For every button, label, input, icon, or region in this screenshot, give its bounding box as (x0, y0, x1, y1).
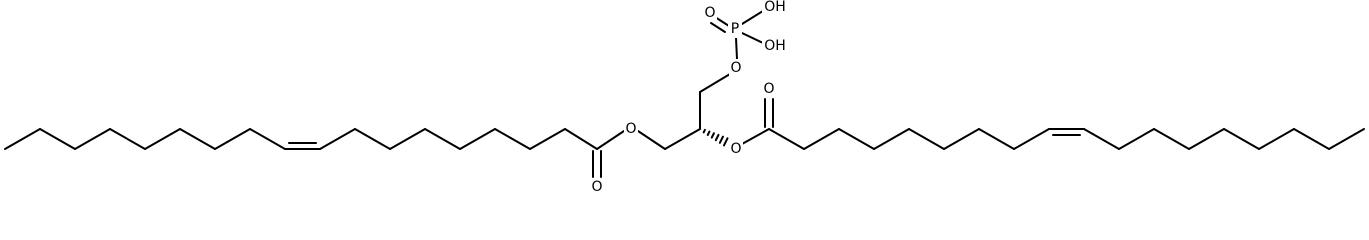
left-acyl-chain-bond (354, 128, 391, 150)
right-acyl-chain-bond (1188, 128, 1225, 150)
phosphoryl-bond (714, 16, 730, 27)
phosphate-bond (741, 10, 764, 25)
right-acyl-chain-bond (1223, 128, 1260, 150)
right-acyl-chain-bond (943, 128, 980, 150)
phosphoryl-oxygen-label: O (704, 5, 715, 21)
hydroxyl-top: OH (762, 0, 788, 16)
left-acyl-chain-bond (424, 128, 461, 150)
right-acyl-chain-bond (1013, 128, 1050, 150)
right-acyl-chain-bond (908, 128, 945, 150)
right-acyl-chain-bond (1118, 128, 1155, 150)
carbonyl-oxygen-left: O (590, 178, 604, 196)
phosphorus-label: P (731, 21, 739, 37)
left-acyl-chain-bond (214, 128, 251, 150)
phosphoryl-oxygen: O (703, 4, 717, 22)
left-acyl-chain-bond (4, 128, 41, 150)
stereo-hash-wedge (706, 130, 711, 136)
right-acyl-chain-bond (1153, 128, 1190, 150)
left-acyl-chain-bond (249, 128, 286, 150)
left-acyl-chain-bond (389, 128, 426, 150)
left-acyl-chain-bond (179, 128, 216, 150)
hydroxyl-bottom-label: OH (764, 38, 786, 54)
left-acyl-chain-bond (459, 128, 496, 150)
glycerol-bond (699, 73, 731, 93)
stereo-hash-wedge (702, 128, 706, 134)
stereo-hash-wedge (710, 132, 715, 139)
right-acyl-chain-bond (838, 128, 875, 150)
ester-oxygen-left: O (624, 120, 638, 138)
hydroxyl-top-label: OH (764, 0, 786, 15)
molecule-structure: O P OH OH O O O O (4, 0, 1365, 196)
hydroxyl-bottom: OH (762, 37, 788, 55)
left-acyl-chain-bond (494, 128, 531, 150)
right-acyl-chain-bond (1258, 128, 1295, 150)
left-acyl-chain-bond (144, 128, 181, 150)
left-acyl-chain-bond (39, 128, 76, 150)
phosphate-ester-oxygen: O (729, 59, 743, 77)
right-acyl-chain-bond (873, 128, 910, 150)
carbonyl-oxygen-right-label: O (763, 81, 774, 97)
atom-labels: O P OH OH O O O O (590, 0, 788, 196)
phosphate-ester-oxygen-label: O (730, 60, 741, 76)
glycerol-bond (637, 130, 666, 150)
stereo-hash-wedge (722, 137, 729, 147)
ester-oxygen-right-label: O (730, 141, 741, 157)
left-acyl-chain-bond (109, 128, 146, 150)
ester-oxygen-left-label: O (625, 121, 636, 137)
right-acyl-chain-bond (978, 128, 1015, 150)
left-acyl-chain-bond (74, 128, 111, 150)
right-acyl-chain-bond (768, 128, 805, 150)
bond-lines (4, 10, 1365, 178)
ester-oxygen-right: O (729, 140, 743, 158)
stereo-hash-wedge (718, 135, 724, 144)
glycerol-bond (664, 128, 701, 150)
phosphate-bond (735, 37, 738, 60)
carbonyl-oxygen-right: O (762, 80, 776, 98)
right-acyl-chain-bond (1328, 128, 1365, 150)
right-ester-bond (741, 128, 770, 145)
left-acyl-chain-bond (319, 128, 356, 150)
phosphoryl-bond (710, 22, 726, 33)
carbonyl-oxygen-left-label: O (591, 179, 602, 195)
right-acyl-chain-bond (803, 128, 840, 150)
right-acyl-chain-bond (1293, 128, 1330, 150)
left-acyl-chain-bond (564, 128, 598, 150)
left-ester-bond (596, 130, 625, 150)
phosphorus-atom: P (728, 20, 742, 38)
stereo-hash-wedge (714, 133, 720, 142)
phosphate-bond (741, 32, 764, 44)
right-acyl-chain-bond (1083, 128, 1120, 150)
left-acyl-chain-bond (529, 128, 566, 150)
